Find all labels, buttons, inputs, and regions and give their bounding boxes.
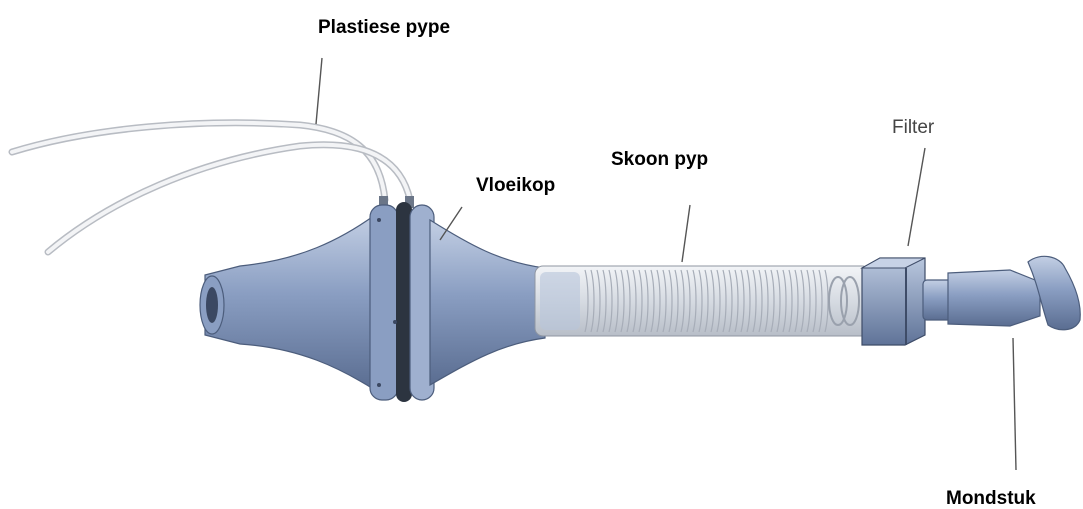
label-filter: Filter — [892, 118, 934, 137]
clean-tube — [535, 266, 870, 336]
flow-head — [370, 202, 434, 402]
leader-filter — [908, 148, 925, 246]
plastic-tube-upper-inner — [12, 123, 385, 200]
outlet-cone — [430, 220, 545, 385]
label-flow-head: Vloeikop — [476, 176, 555, 195]
inlet-cone — [200, 215, 375, 390]
plastic-tube-upper — [12, 123, 385, 200]
filter-block — [862, 258, 925, 345]
label-plastic-tubes: Plastiese pype — [318, 18, 450, 37]
leader-clean-tube — [682, 205, 690, 262]
leader-mouthpiece — [1013, 338, 1016, 470]
leader-plastic-tubes — [316, 58, 322, 124]
label-clean-tube: Skoon pyp — [611, 150, 708, 169]
label-mouthpiece: Mondstuk — [946, 489, 1036, 508]
mouthpiece-assembly — [923, 256, 1080, 329]
